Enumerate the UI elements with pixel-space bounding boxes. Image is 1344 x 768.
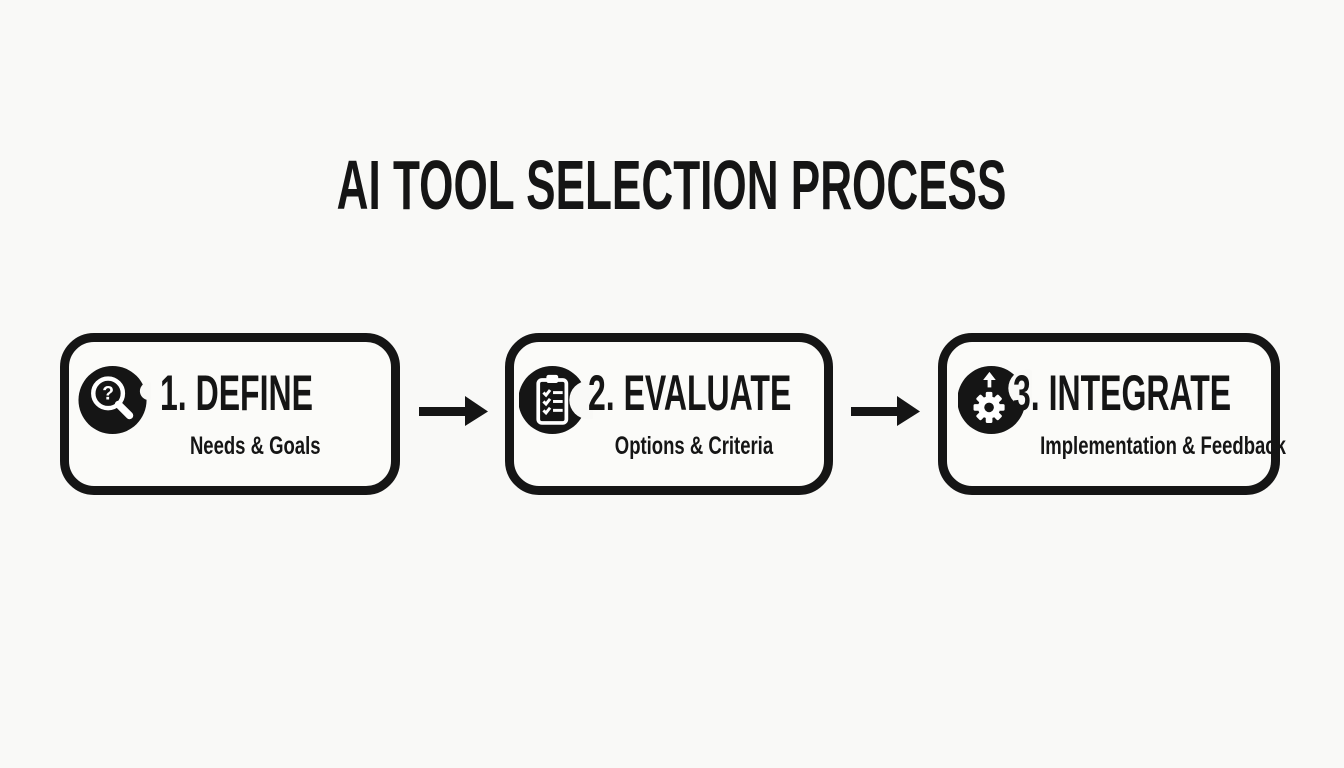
- step-heading-integrate: 3. INTEGRATE: [1013, 368, 1344, 418]
- magnifier-question-icon-svg: ?: [78, 365, 151, 435]
- magnifier-question-icon: ?: [77, 363, 151, 437]
- step-subtitle-define: Needs & Goals: [119, 433, 391, 459]
- step-subtitle-evaluate: Options & Criteria: [564, 433, 824, 459]
- question-mark-glyph: ?: [102, 383, 114, 404]
- step-subtitle-define-text: Needs & Goals: [189, 432, 321, 460]
- arrow-right-icon: [417, 394, 489, 428]
- arrow-right-icon: [849, 394, 921, 428]
- step-box-integrate: 3. INTEGRATE Implementation & Feedback: [938, 333, 1286, 495]
- step-subtitle-integrate: Implementation & Feedback: [997, 433, 1286, 459]
- clipboard-checklist-icon-svg: [519, 365, 593, 435]
- page-title-text: AI TOOL SELECTION PROCESS: [337, 146, 1007, 224]
- step-heading-define: 1. DEFINE: [160, 368, 399, 418]
- step-heading-evaluate-text: 2. EVALUATE: [588, 365, 792, 421]
- step-heading-evaluate: 2. EVALUATE: [588, 368, 906, 418]
- step-heading-integrate-text: 3. INTEGRATE: [1013, 365, 1232, 421]
- clipboard-checklist-icon: [519, 363, 593, 437]
- step-heading-define-text: 1. DEFINE: [160, 365, 313, 421]
- gear-upgrade-icon-svg: [958, 365, 1032, 435]
- page-title: AI TOOL SELECTION PROCESS: [0, 150, 1344, 220]
- arrow-right-icon-svg: [851, 396, 920, 426]
- step-box-evaluate: 2. EVALUATE Options & Criteria: [505, 333, 833, 495]
- step-subtitle-evaluate-text: Options & Criteria: [614, 432, 774, 460]
- step-box-define: ? 1. DEFINE Needs & Goals: [60, 333, 400, 495]
- step-subtitle-integrate-text: Implementation & Feedback: [1040, 432, 1286, 460]
- gear-upgrade-icon: [958, 363, 1032, 437]
- arrow-right-icon-svg: [419, 396, 488, 426]
